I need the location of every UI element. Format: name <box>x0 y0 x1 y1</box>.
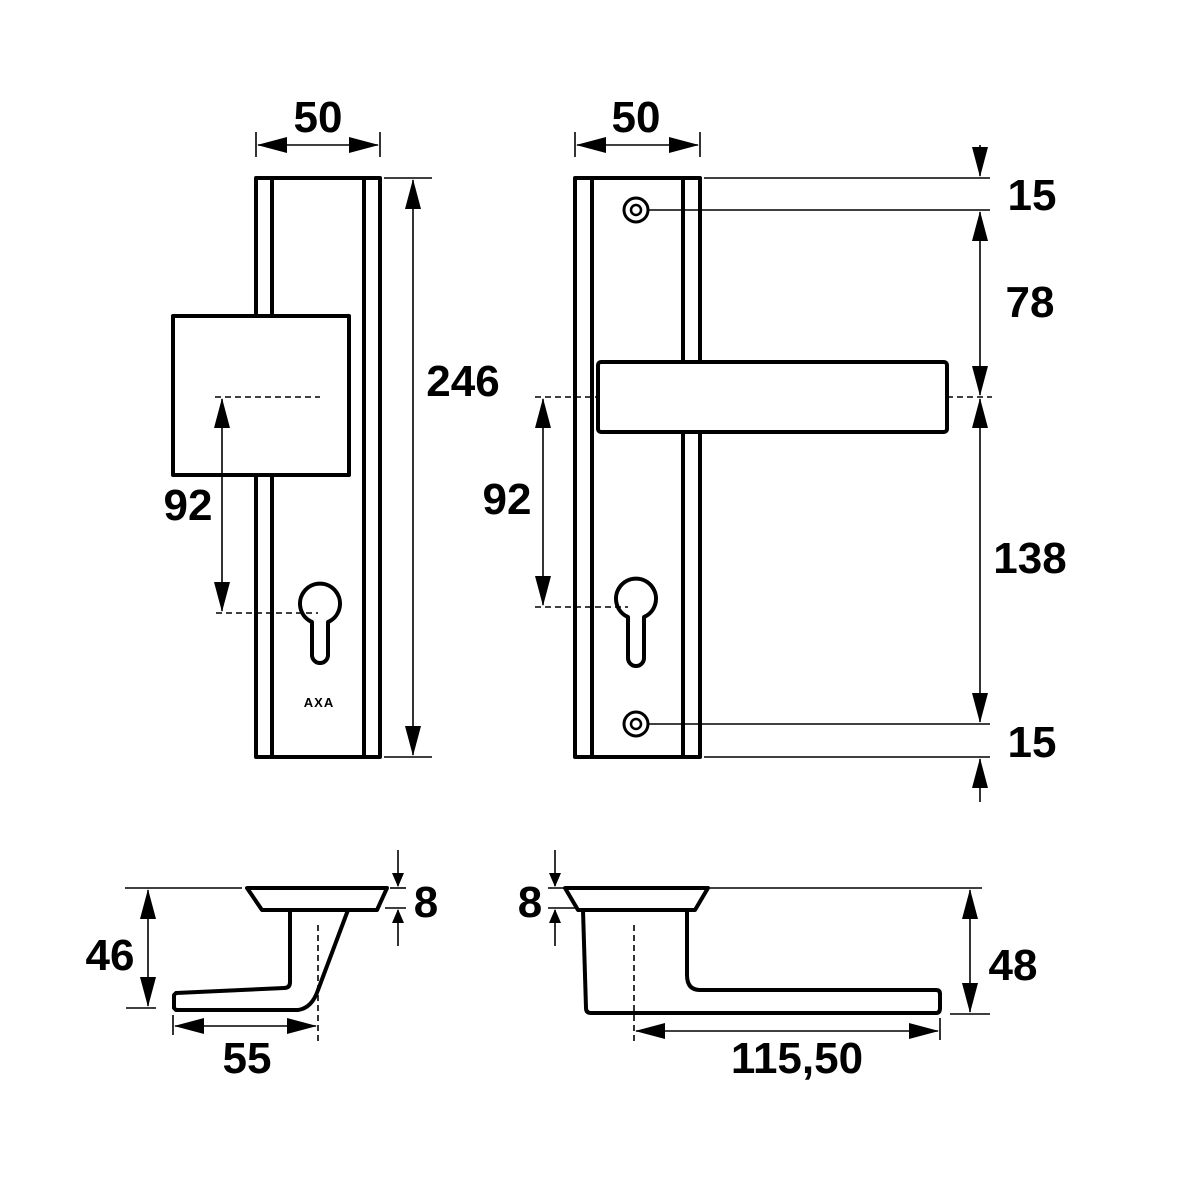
plate-outline <box>573 176 702 759</box>
dim-rose-height: 8 <box>414 878 438 927</box>
rose-profile <box>245 886 389 912</box>
cylinder-guard-block <box>171 314 351 477</box>
lever-profile <box>172 909 350 1012</box>
keyhole-icon <box>614 576 658 668</box>
cylinder-plate-front-view: AXA 92 50 246 <box>164 93 500 759</box>
dim-reach: 55 <box>223 1034 272 1083</box>
brand-logo: AXA <box>304 695 334 710</box>
handle-side-view: 48 115,50 8 <box>518 850 1038 1083</box>
knob-side-view: 46 55 8 <box>86 850 438 1083</box>
dim-projection: 46 <box>86 931 135 980</box>
dim-height: 246 <box>426 357 499 406</box>
dim-center-distance: 92 <box>483 475 532 524</box>
lever-profile <box>581 909 942 1015</box>
dim-rose-height: 8 <box>518 878 542 927</box>
dim-screw-to-bottom: 15 <box>1008 718 1057 767</box>
keyhole-icon <box>298 581 342 665</box>
dim-width: 50 <box>294 93 343 142</box>
dim-center-distance: 92 <box>164 481 213 530</box>
dim-top-to-screw: 15 <box>1008 171 1057 220</box>
lever-handle <box>596 360 949 434</box>
dim-projection: 48 <box>989 941 1038 990</box>
screw-icon <box>622 710 650 738</box>
dim-reach: 115,50 <box>731 1034 863 1083</box>
handle-plate-front-view: 50 92 15 78 138 15 <box>483 93 1067 802</box>
dim-width: 50 <box>612 93 661 142</box>
rose-profile <box>563 886 710 912</box>
screw-icon <box>622 196 650 224</box>
dim-screw-to-handle: 78 <box>1006 278 1055 327</box>
dim-handle-to-screw: 138 <box>993 534 1066 583</box>
